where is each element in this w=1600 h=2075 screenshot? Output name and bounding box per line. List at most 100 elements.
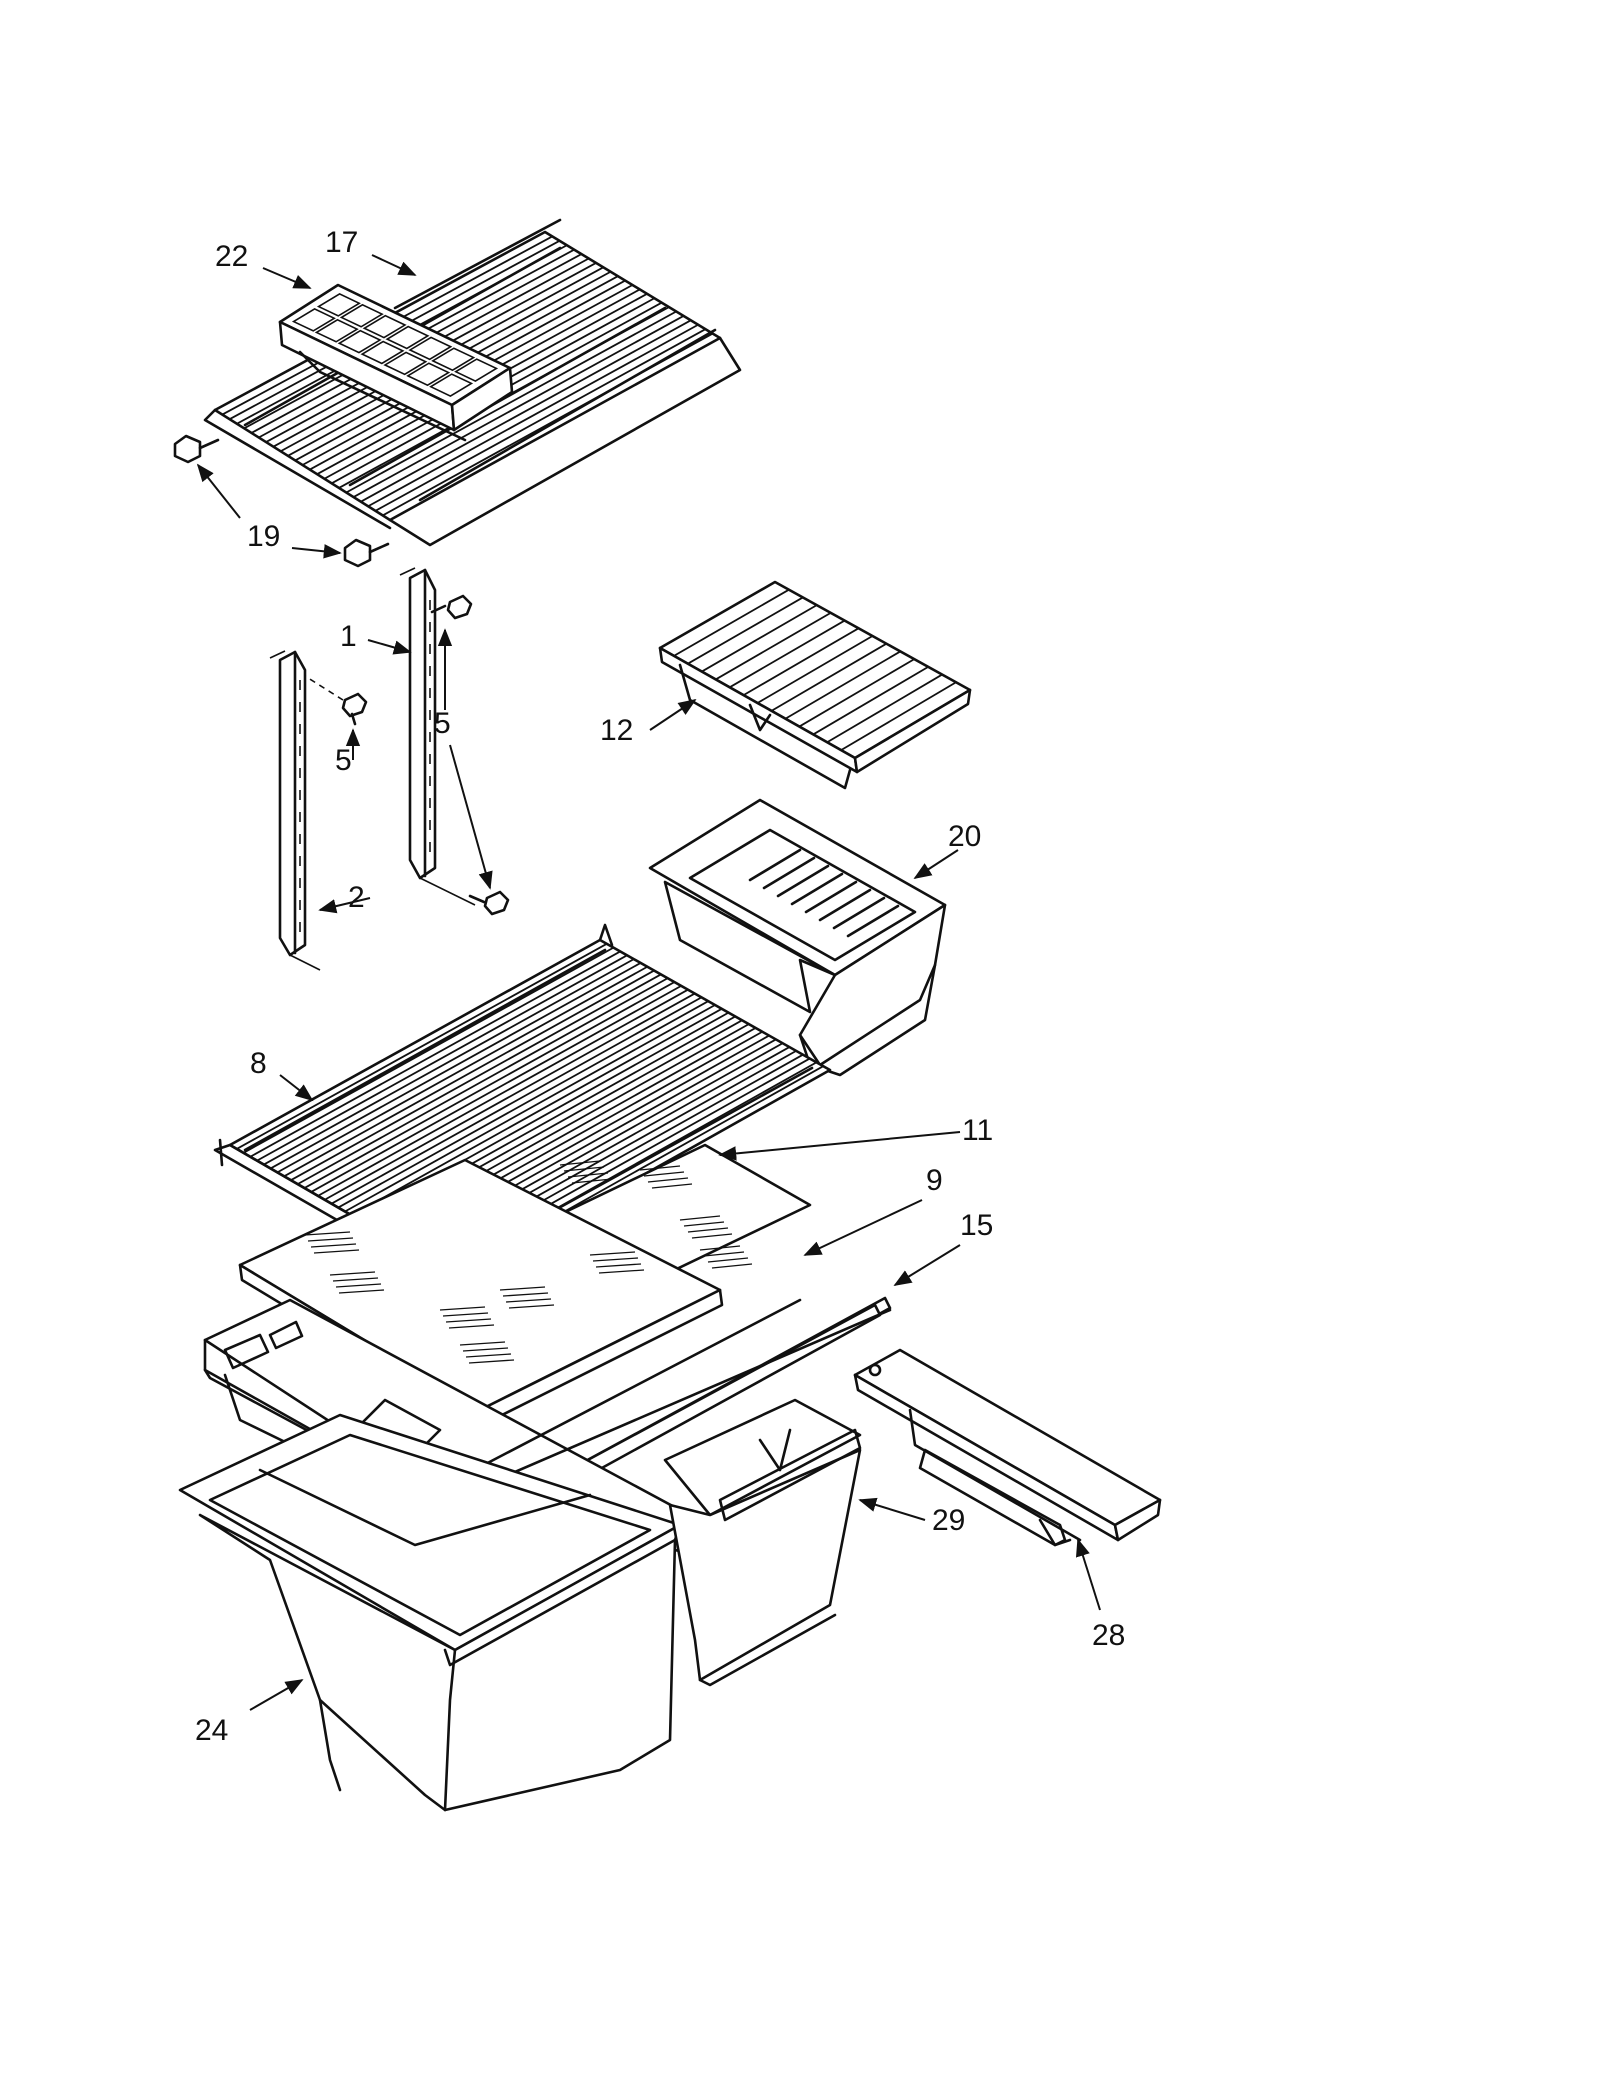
glass-reflection: [707, 1257, 749, 1263]
leader-22: [262, 267, 312, 289]
glass-reflection: [589, 1251, 636, 1256]
drawer-slot: [762, 856, 816, 890]
cover-rib: [812, 666, 929, 736]
glass-reflection: [595, 1263, 642, 1268]
glass-reflection: [307, 1237, 354, 1242]
ice-cell: [316, 293, 361, 317]
leader-5c: [449, 744, 493, 890]
callout-15: 15: [960, 1209, 993, 1242]
glass-reflection: [329, 1271, 376, 1276]
cover-rib: [715, 612, 832, 681]
shelf-wire: [331, 996, 702, 1205]
glass-reflection: [699, 1245, 741, 1251]
leader-19a: [196, 463, 241, 519]
shelf-wire: [256, 954, 628, 1162]
drawer-slot: [846, 904, 900, 938]
drawer-slot: [804, 880, 858, 914]
glass-reflection: [442, 1312, 489, 1317]
callout-20: 20: [948, 820, 981, 853]
screw-a: [304, 675, 368, 726]
ice-cell: [339, 303, 384, 328]
shelf-wire: [317, 988, 689, 1197]
glass-reflection: [335, 1283, 382, 1288]
callout-1: 1: [340, 620, 357, 653]
cover-rib: [701, 604, 818, 673]
cover-rib: [673, 588, 790, 657]
glass-reflection: [691, 1233, 733, 1239]
drawer-slot: [748, 848, 802, 882]
cover-rib: [687, 596, 804, 665]
shelf-ladder-track-2: [269, 650, 321, 971]
ice-cell: [314, 318, 359, 343]
glass-reflection: [598, 1269, 645, 1274]
leader-19b: [291, 544, 342, 559]
cover-rib: [798, 658, 915, 728]
shelf-wire: [345, 310, 677, 494]
glass-reflection: [310, 1243, 357, 1248]
ice-cell: [383, 351, 428, 376]
glass-reflection: [468, 1359, 515, 1364]
callout-5-left: 5: [335, 744, 352, 777]
shelf-wire: [263, 958, 635, 1166]
glass-reflection: [571, 1178, 613, 1184]
callout-2: 2: [348, 881, 365, 914]
callout-labels: 22 17 19 1 5 5 2 12 20 8 11 9 15 29 28 2…: [195, 226, 1125, 1747]
shelf-wire: [236, 943, 608, 1150]
leader-1: [367, 639, 412, 655]
shelf-wire: [337, 1000, 709, 1209]
glass-reflection: [338, 1289, 385, 1294]
shelf-pin-left: [173, 434, 220, 464]
glass-reflection: [567, 1172, 609, 1178]
glass-reflection: [687, 1227, 729, 1233]
shelf-pin-right: [343, 538, 390, 568]
shelf-wire: [374, 328, 706, 512]
meat-drawer: [648, 798, 947, 1077]
callout-5-right: 5: [434, 707, 451, 740]
glass-reflection: [502, 1292, 549, 1297]
ice-cube-tray: [278, 283, 514, 442]
glass-reflection: [643, 1171, 685, 1177]
cover-rib: [743, 627, 860, 696]
ice-cell: [431, 347, 476, 372]
leader-29: [858, 1497, 926, 1521]
leader-8: [279, 1074, 314, 1102]
leader-28: [1075, 1538, 1101, 1611]
leader-arrows: [196, 254, 1101, 1711]
cover-rib: [826, 673, 943, 744]
glass-reflection: [448, 1324, 495, 1329]
leader-12: [649, 699, 697, 731]
glass-reflection: [313, 1249, 360, 1254]
shelf-wire: [297, 977, 669, 1185]
shelf-wire: [344, 1004, 716, 1213]
callout-9: 9: [926, 1164, 943, 1197]
shelf-wire: [270, 962, 642, 1170]
leader-17: [371, 254, 417, 276]
meat-drawer-cover: [658, 580, 972, 790]
callout-11: 11: [962, 1114, 993, 1147]
drawer-slot: [818, 888, 872, 922]
cover-rib: [840, 681, 957, 751]
glass-reflection: [505, 1298, 552, 1303]
ice-cell: [360, 340, 405, 365]
shelf-wire: [249, 950, 621, 1158]
shelf-wire: [360, 319, 692, 503]
ice-cell: [291, 308, 336, 332]
callout-24: 24: [195, 1714, 228, 1747]
ice-cell: [406, 362, 451, 387]
callout-29: 29: [932, 1504, 965, 1537]
glass-reflection: [647, 1177, 689, 1183]
crisper-slide-rail: [853, 1348, 1162, 1547]
glass-reflection: [304, 1231, 351, 1236]
ice-cell: [408, 336, 453, 361]
callout-22: 22: [215, 240, 248, 273]
leader-24: [249, 1679, 304, 1711]
leader-20: [913, 849, 959, 879]
shelf-wire: [310, 985, 682, 1193]
ice-cell: [362, 314, 407, 339]
cover-rib: [770, 642, 887, 712]
shelf-wire: [243, 946, 614, 1154]
shelf-wire: [324, 992, 696, 1201]
glass-reflection: [439, 1306, 486, 1311]
glass-reflection: [679, 1215, 721, 1221]
